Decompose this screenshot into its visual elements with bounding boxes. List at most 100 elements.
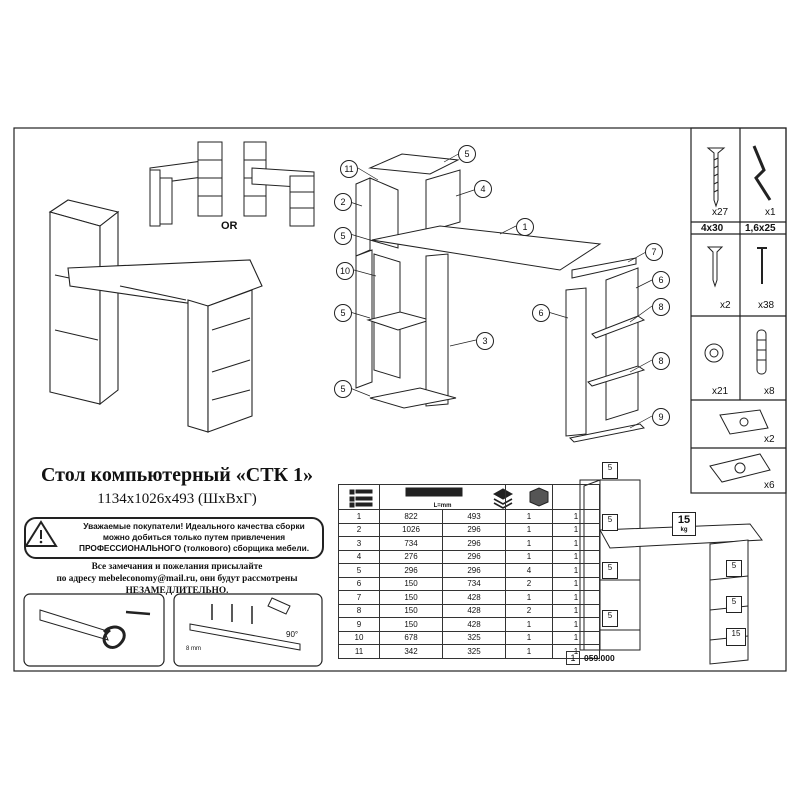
table-cell: 1 (552, 536, 600, 551)
table-cell: 678 (379, 630, 443, 645)
hammer-nail-icon (189, 597, 301, 651)
callout: 2 (334, 193, 352, 211)
part-number-header (338, 484, 380, 510)
table-cell: 1 (505, 549, 553, 564)
table-cell: 296 (442, 563, 506, 578)
small-screw-icon (706, 246, 724, 288)
table-cell: 150 (379, 603, 443, 618)
callout: 8 (652, 352, 670, 370)
callout: 4 (474, 180, 492, 198)
table-cell: 428 (442, 617, 506, 632)
callout: 5 (334, 304, 352, 322)
callout: 6 (652, 271, 670, 289)
nail-icon (757, 247, 767, 284)
warning-line: ПРОФЕССИОНАЛЬНОГО (толкового) сборщика м… (78, 543, 310, 553)
table-cell: 428 (442, 590, 506, 605)
table-cell: 150 (379, 590, 443, 605)
nail-tip-panel (173, 593, 323, 667)
table-cell: 342 (379, 644, 443, 659)
weight-icon: 5 (602, 562, 618, 579)
table-cell: 1 (505, 536, 553, 551)
screw-size: 4x30 (701, 223, 724, 234)
table-cell: 10 (338, 630, 380, 645)
warning-triangle-icon (24, 520, 58, 547)
layout-variant-right (243, 141, 315, 227)
table-cell: 822 (379, 509, 443, 524)
table-cell: 6 (338, 576, 380, 591)
feedback-note: Все замечания и пожелания присылайте по … (22, 561, 332, 597)
drill-tip-panel (23, 593, 165, 667)
table-cell: 428 (442, 603, 506, 618)
table-cell: 150 (379, 617, 443, 632)
table-cell: 1 (552, 576, 600, 591)
bracket-qty: x2 (764, 434, 775, 445)
table-cell: 3 (338, 536, 380, 551)
callout: 9 (652, 408, 670, 426)
layout-variant-left (149, 141, 223, 227)
quantity-header (505, 484, 553, 510)
dowel-qty: x8 (764, 386, 775, 397)
exploded-view-drawing (355, 153, 646, 443)
callout: 11 (340, 160, 358, 178)
table-cell: 276 (379, 549, 443, 564)
screw-qty: x27 (712, 207, 729, 218)
callout: 3 (476, 332, 494, 350)
weight-icon: 15 (726, 628, 746, 646)
small-screw-qty: x2 (720, 300, 731, 311)
table-cell: 734 (379, 536, 443, 551)
note-line: НЕЗАМЕДЛИТЕЛЬНО. (125, 586, 229, 596)
table-cell: 325 (442, 630, 506, 645)
callout: 1 (516, 218, 534, 236)
weight-icon: 5 (602, 514, 618, 531)
table-cell: 734 (442, 576, 506, 591)
product-dimensions: 1134x1026x493 (ШxВxГ) (97, 491, 257, 507)
table-cell: 1 (552, 630, 600, 645)
slider-icon (709, 453, 771, 483)
hex-key-icon (752, 145, 772, 201)
length-header: L=mm (379, 484, 506, 510)
table-cell: 493 (442, 509, 506, 524)
table-cell: 5 (338, 563, 380, 578)
bracket-icon (719, 409, 769, 435)
table-cell: 1 (505, 630, 553, 645)
screw-icon (706, 147, 726, 208)
weight-icon: 5 (602, 462, 618, 479)
angle-label: 90° (286, 630, 299, 639)
table-cell: 325 (442, 644, 506, 659)
table-cell: 7 (338, 590, 380, 605)
table-cell: 1 (552, 603, 600, 618)
nail-size: 1,6x25 (745, 223, 776, 234)
weight-icon: 5 (726, 596, 742, 613)
callout: 5 (334, 227, 352, 245)
package-header (552, 484, 600, 510)
callout: 6 (532, 304, 550, 322)
slider-qty: x6 (764, 480, 775, 491)
cap-qty: x21 (712, 386, 729, 397)
table-cell: 4 (338, 549, 380, 564)
nail-qty: x38 (758, 300, 775, 311)
table-cell: 1 (505, 617, 553, 632)
variant-or-label: OR (221, 220, 238, 232)
table-cell: 150 (379, 576, 443, 591)
note-line: по адресу mebeleconomy@mail.ru, они буду… (56, 574, 298, 584)
table-cell: 1 (552, 522, 600, 537)
callout: 8 (652, 298, 670, 316)
table-cell: 1 (552, 509, 600, 524)
callout: 10 (336, 262, 354, 280)
product-title: Стол компьютерный «СТК 1» (40, 464, 314, 486)
table-cell: 2 (505, 576, 553, 591)
table-cell: 2 (338, 522, 380, 537)
table-cell: 2 (505, 603, 553, 618)
